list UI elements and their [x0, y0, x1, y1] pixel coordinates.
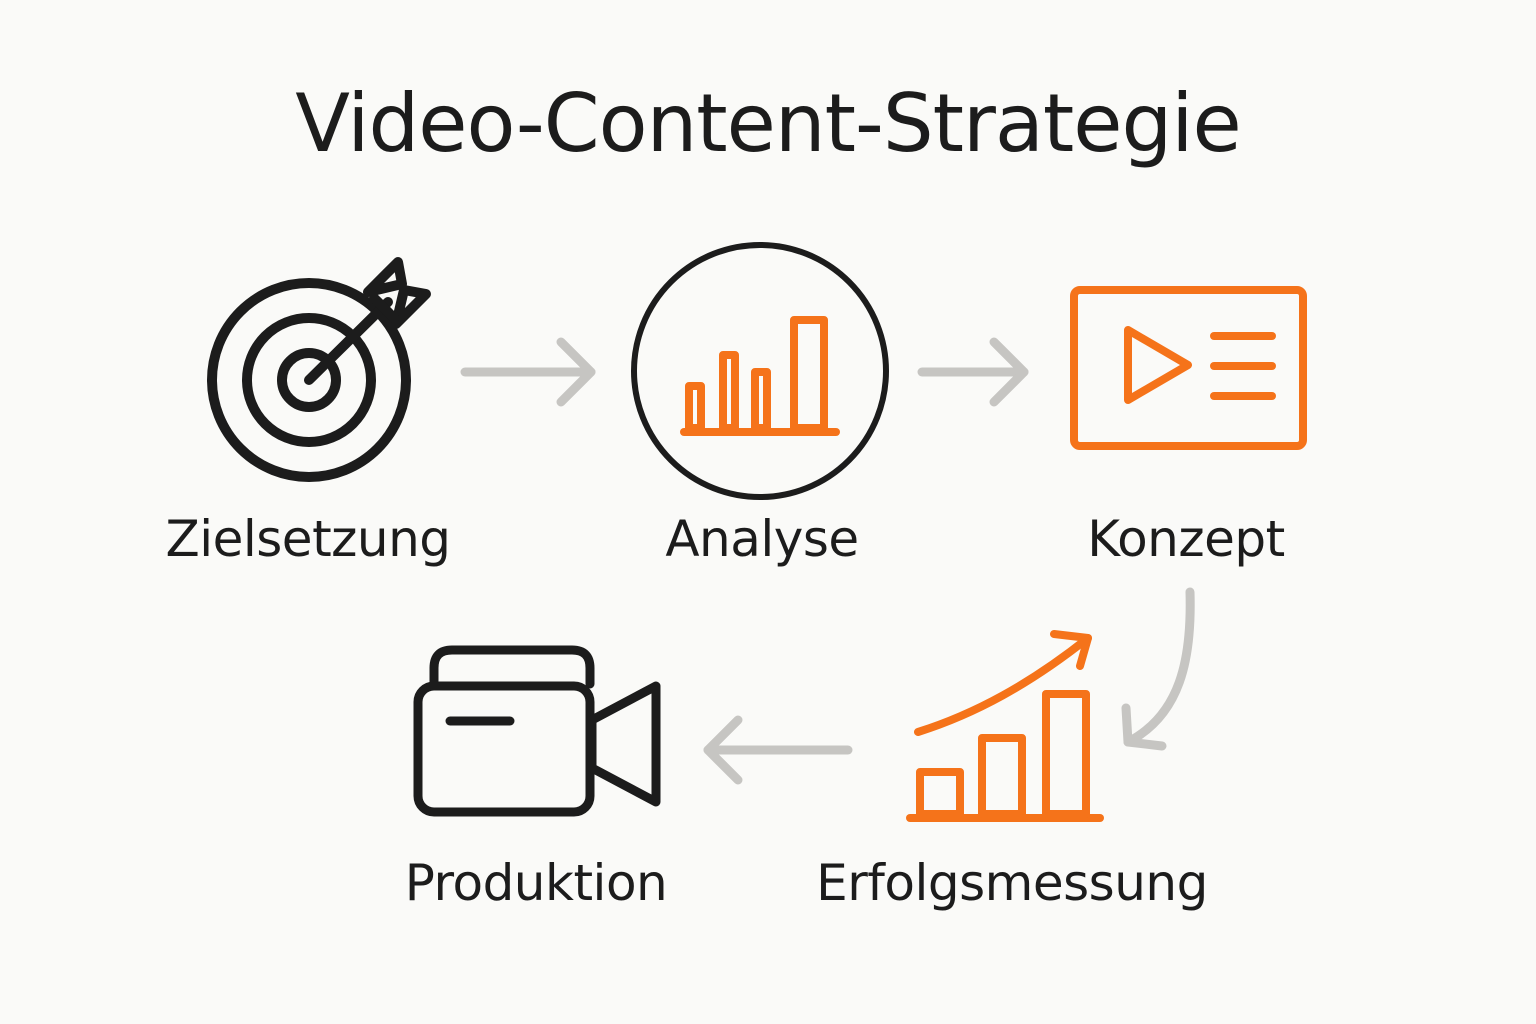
- step-label-konzept: Konzept: [1087, 510, 1285, 568]
- step-label-zielsetzung: Zielsetzung: [165, 510, 451, 568]
- bar-chart-circle-icon: [631, 242, 889, 500]
- arrow-right-icon: [460, 337, 596, 407]
- growth-chart-icon: [906, 630, 1104, 822]
- step-label-erfolgsmessung: Erfolgsmessung: [816, 854, 1208, 912]
- arrow-right-icon: [917, 337, 1029, 407]
- target-arrow-icon: [207, 257, 431, 482]
- step-label-produktion: Produktion: [404, 854, 668, 912]
- page-title: Video-Content-Strategie: [295, 77, 1241, 170]
- video-playlist-icon: [1070, 286, 1307, 450]
- step-label-analyse: Analyse: [665, 510, 859, 568]
- video-camera-icon: [413, 645, 661, 817]
- arrow-left-icon: [703, 715, 853, 785]
- arrow-curved-down-icon: [1121, 587, 1195, 751]
